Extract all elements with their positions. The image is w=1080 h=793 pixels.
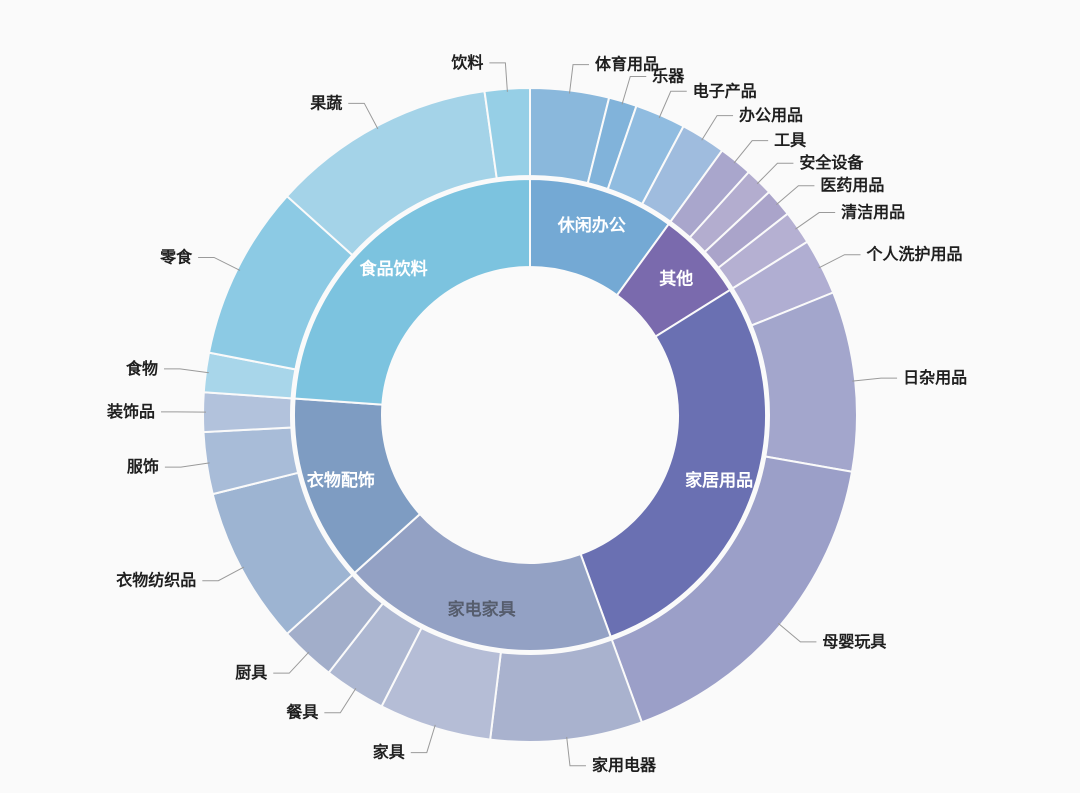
leader-line <box>567 737 586 766</box>
segment-label: 医药用品 <box>820 176 884 195</box>
leader-line <box>819 255 861 268</box>
segment-label: 装饰品 <box>106 402 155 421</box>
leader-line <box>795 213 835 230</box>
segment-label: 食物 <box>125 359 158 378</box>
segment-label: 零食 <box>159 247 193 266</box>
segment-label: 清洁用品 <box>841 203 905 222</box>
leader-line <box>702 116 733 141</box>
segment-label: 厨具 <box>235 664 267 682</box>
leader-line <box>776 186 814 205</box>
segment-label: 安全设备 <box>799 153 864 172</box>
category-label: 休闲办公 <box>557 215 626 235</box>
segment-label: 日杂用品 <box>903 368 967 387</box>
category-label: 其他 <box>659 269 693 289</box>
segment-label: 家用电器 <box>592 756 657 775</box>
leader-line <box>198 257 240 270</box>
segment-label: 餐具 <box>285 703 318 722</box>
leader-line <box>489 63 507 92</box>
segment-label: 家具 <box>373 743 405 762</box>
leader-line <box>348 103 378 129</box>
leader-line <box>778 623 816 642</box>
category-label: 食品饮料 <box>360 259 428 279</box>
segment-label: 电子产品 <box>693 81 757 100</box>
leader-line <box>757 163 793 184</box>
segment-label: 办公用品 <box>739 106 803 125</box>
leader-line <box>569 65 589 94</box>
category-label: 家电家具 <box>448 599 516 619</box>
leader-line <box>411 725 435 753</box>
segment-label: 母婴玩具 <box>822 633 886 651</box>
leader-line <box>622 77 646 105</box>
category-label: 家居用品 <box>685 470 753 490</box>
outer-segment <box>752 293 857 472</box>
segment-label: 衣物纺织品 <box>116 571 196 590</box>
leader-line <box>324 688 356 712</box>
segment-label: 体育用品 <box>595 55 659 74</box>
leader-line <box>659 91 687 118</box>
segment-label: 工具 <box>774 132 806 150</box>
leader-line <box>273 652 309 673</box>
leader-line <box>202 567 244 581</box>
segment-label: 果蔬 <box>309 93 342 112</box>
segment-label: 乐器 <box>652 68 685 86</box>
leader-line <box>734 141 768 164</box>
segment-label: 服饰 <box>127 457 159 476</box>
leader-line <box>164 369 209 373</box>
leader-line <box>852 378 897 381</box>
segment-label: 个人洗护用品 <box>866 245 963 264</box>
category-label: 衣物配饰 <box>307 470 375 490</box>
segment-label: 饮料 <box>450 53 483 72</box>
leader-line <box>165 463 210 467</box>
